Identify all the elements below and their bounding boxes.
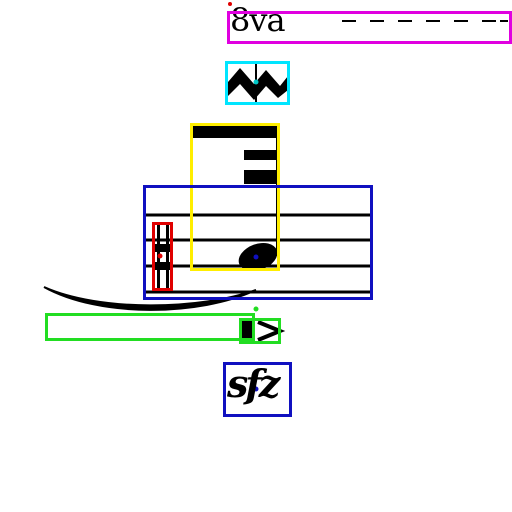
ottava-marking: 8va [230,1,286,39]
ottava-box [227,11,512,44]
marker-dot [253,306,259,312]
accidental-box [152,222,173,291]
flag-box [190,123,280,271]
sfz-dynamic: sfz [227,361,280,406]
marker-dot [253,386,259,392]
marker-dot [253,254,259,260]
sfz-box [223,362,292,417]
accent-box [239,318,281,344]
mordent-box [225,61,290,105]
marker-dot [228,2,232,6]
marker-dot [157,253,163,259]
marker-dot [253,79,259,85]
slur [43,286,257,311]
accent-mark [241,319,254,341]
slur-box [45,313,255,341]
staff-box [143,185,373,300]
